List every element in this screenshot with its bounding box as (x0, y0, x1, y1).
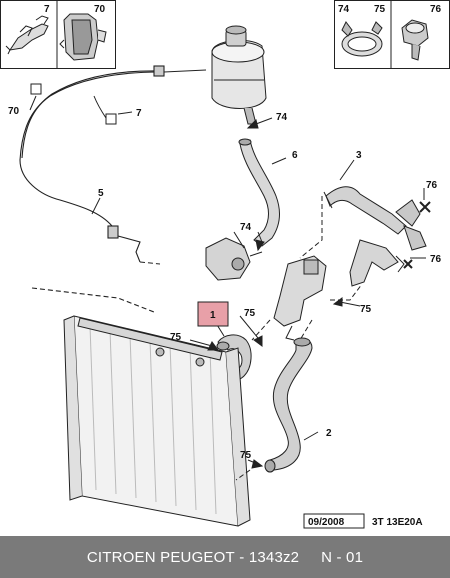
reference-code: 3T 13E20A (372, 517, 423, 528)
water-outlet-housing (273, 255, 327, 341)
dashed-leaders (139, 196, 363, 481)
part-info-footer: CITROEN PEUGEOT - 1343z2 N - 01 (0, 536, 450, 578)
inset-box-left: 7 70 (0, 0, 116, 69)
label-74-hose: 74 (240, 222, 252, 233)
hose-2 (264, 337, 313, 473)
exploded-parts-diagram: 7 70 74 75 76 (0, 0, 450, 529)
inset-label-75: 75 (374, 4, 386, 15)
radiator (63, 315, 251, 527)
label-75-right: 75 (360, 304, 372, 315)
clip-70-illustration (59, 13, 107, 61)
label-75-upper: 75 (244, 308, 256, 319)
label-part-1: 1 (210, 310, 216, 321)
fastener-cross-marks (403, 201, 431, 269)
pipe-junction-right (349, 239, 405, 287)
sensor-wire-harness (19, 65, 207, 313)
date-code-box (303, 513, 365, 529)
clip-7-illustration (5, 15, 49, 55)
callout-70: 70 (8, 83, 42, 117)
thermostat-housing (205, 237, 263, 281)
date-code: 09/2008 (308, 517, 345, 528)
pipe-3 (323, 186, 427, 251)
label-76-upper: 76 (426, 180, 438, 191)
label-part-6: 6 (292, 150, 298, 161)
footer-brand: CITROEN PEUGEOT (86, 548, 235, 566)
label-74-tank: 74 (276, 112, 288, 123)
label-75-lower: 75 (240, 450, 252, 461)
part-1-highlight-box (197, 301, 229, 327)
hose-clamp-illustration (341, 21, 383, 57)
callout-7: 7 (93, 95, 142, 125)
callout-label-70: 70 (8, 106, 20, 117)
label-part-3: 3 (356, 150, 362, 161)
inset-label-76: 76 (430, 4, 442, 15)
label-part-2: 2 (326, 428, 332, 439)
label-76-lower: 76 (430, 254, 442, 265)
coolant-expansion-tank (211, 25, 267, 125)
footer-separator: - (234, 548, 249, 566)
inset-label-7: 7 (44, 4, 50, 15)
screw-76-illustration (401, 19, 429, 61)
footer-gap (299, 549, 321, 566)
inset-box-right: 74 75 76 (334, 0, 450, 69)
hose-6 (238, 138, 280, 247)
label-part-5: 5 (98, 188, 104, 199)
inset-label-70: 70 (94, 4, 106, 15)
inset-label-74: 74 (338, 4, 350, 15)
footer-part-number: 1343z2 (248, 548, 300, 566)
footer-position: N - 01 (321, 548, 364, 566)
label-75-left: 75 (170, 332, 182, 343)
leader-lines (91, 117, 426, 469)
callout-label-7: 7 (136, 108, 142, 119)
